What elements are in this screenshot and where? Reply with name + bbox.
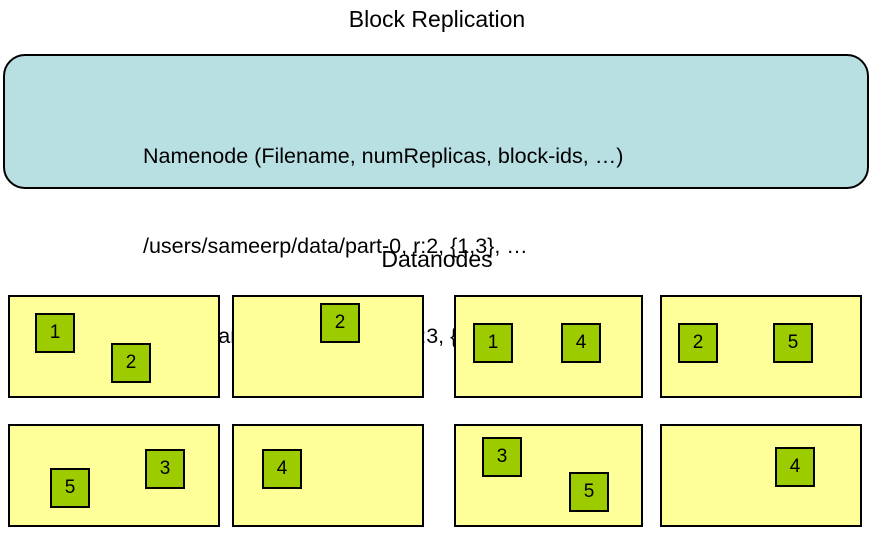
data-block: 5 — [773, 323, 813, 363]
data-block: 3 — [482, 437, 522, 477]
datanode-panel: 4 — [232, 424, 424, 527]
data-block: 4 — [775, 447, 815, 487]
data-block: 5 — [50, 468, 90, 508]
datanode-panel: 2 — [232, 295, 424, 398]
page-title: Block Replication — [348, 6, 526, 32]
namenode-file-line-0: /users/sameerp/data/part-0, r:2, {1,3}, … — [143, 234, 528, 258]
data-block: 1 — [35, 313, 75, 353]
data-block: 4 — [561, 323, 601, 363]
namenode-header-line: Namenode (Filename, numReplicas, block-i… — [143, 144, 624, 168]
datanodes-label: Datanodes — [381, 246, 493, 272]
data-block: 1 — [473, 323, 513, 363]
namenode-box: Namenode (Filename, numReplicas, block-i… — [3, 54, 869, 348]
data-block: 5 — [569, 472, 609, 512]
data-block: 2 — [678, 323, 718, 363]
data-block: 2 — [111, 343, 151, 383]
data-block: 3 — [145, 449, 185, 489]
data-block: 2 — [320, 303, 360, 343]
datanode-panel: 4 — [660, 424, 862, 527]
data-block: 4 — [262, 449, 302, 489]
